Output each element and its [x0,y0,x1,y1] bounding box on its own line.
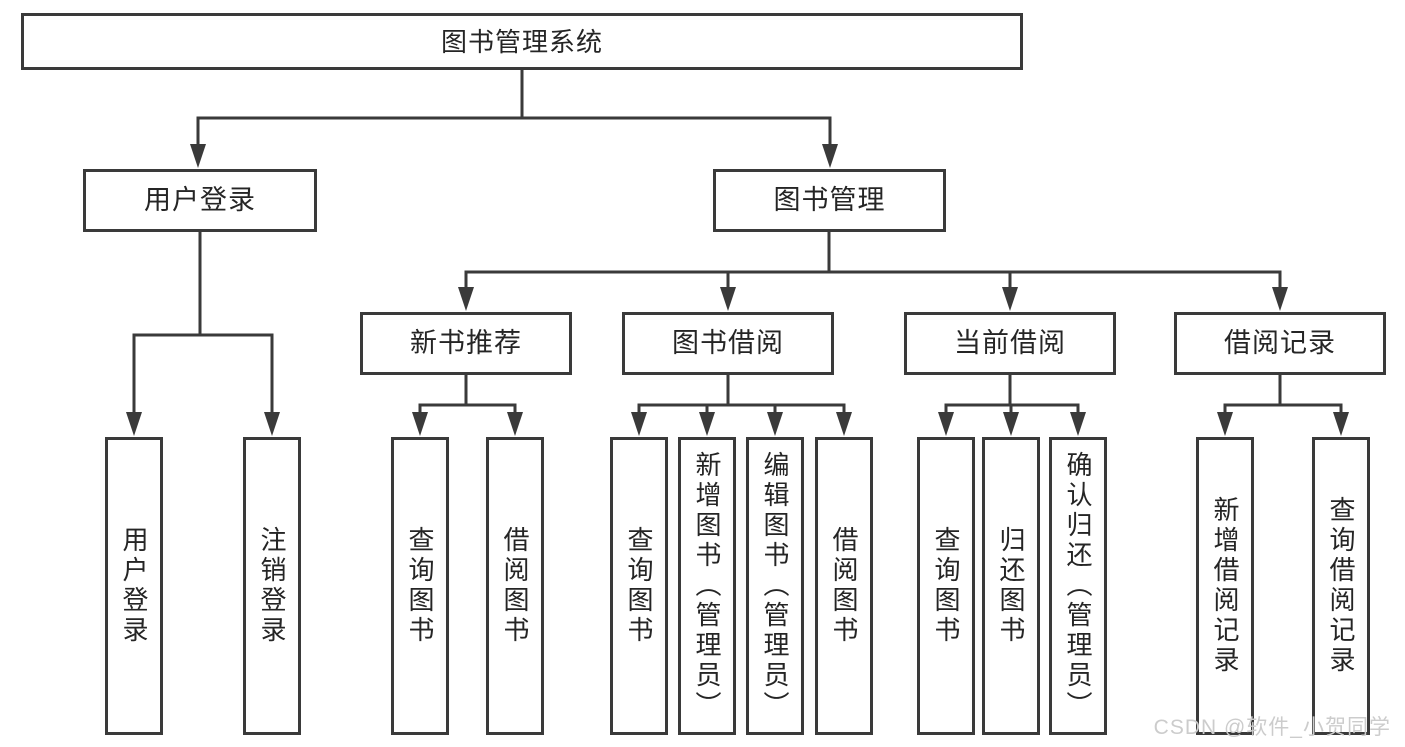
node-current-borrow: 当前借阅 [904,312,1116,375]
leaf-br-add-record: 新增借阅记录 [1196,437,1254,735]
leaf-bb-add-book-admin: 新增图书（管理员） [678,437,736,735]
leaf-nbr-borrow-book: 借阅图书 [486,437,544,735]
arrowhead-icons [126,144,1349,436]
node-book-management: 图书管理 [713,169,946,232]
leaf-bb-borrow-book: 借阅图书 [815,437,873,735]
leaf-user-login: 用户登录 [105,437,163,735]
node-new-book-recommend: 新书推荐 [360,312,572,375]
leaf-bb-edit-book-admin: 编辑图书（管理员） [746,437,804,735]
leaf-logout: 注销登录 [243,437,301,735]
leaf-cb-confirm-return-admin: 确认归还（管理员） [1049,437,1107,735]
node-root: 图书管理系统 [21,13,1023,70]
leaf-br-query-record: 查询借阅记录 [1312,437,1370,735]
node-book-borrow: 图书借阅 [622,312,834,375]
leaf-cb-return-book: 归还图书 [982,437,1040,735]
node-user-login: 用户登录 [83,169,317,232]
node-borrow-record: 借阅记录 [1174,312,1386,375]
csdn-watermark: CSDN @软件_小贺同学 [1153,716,1391,739]
leaf-bb-query-book: 查询图书 [610,437,668,735]
leaf-nbr-query-book: 查询图书 [391,437,449,735]
leaf-cb-query-book: 查询图书 [917,437,975,735]
